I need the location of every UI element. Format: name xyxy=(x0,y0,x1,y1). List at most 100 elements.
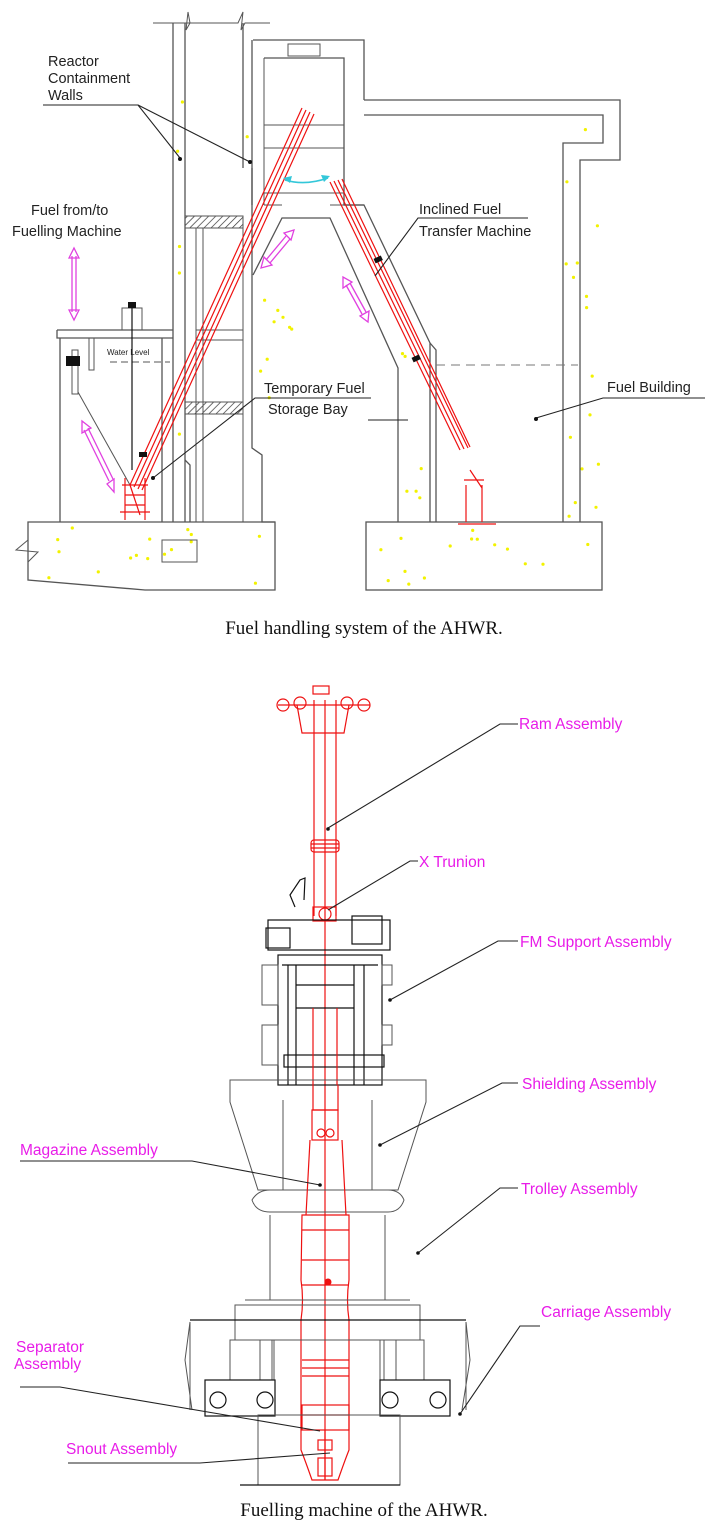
storage-bay-incline-arrow xyxy=(81,419,115,494)
concrete-dot xyxy=(189,540,193,544)
concrete-dot xyxy=(399,536,403,541)
fuel-transfer-vertical-arrow xyxy=(67,246,81,322)
concrete-dot xyxy=(580,467,584,471)
concrete-dot xyxy=(419,467,423,471)
concrete-dot xyxy=(169,548,174,552)
figure2-leader-lines xyxy=(20,723,540,1464)
concrete-dot xyxy=(523,562,527,566)
concrete-dot xyxy=(281,315,285,319)
concrete-dot xyxy=(470,537,474,541)
label-fuel-from-to-2: Fuelling Machine xyxy=(12,224,122,240)
concrete-dot xyxy=(541,562,545,566)
label-temporary-fuel-storage-1: Temporary Fuel xyxy=(264,381,365,397)
concrete-dot xyxy=(56,538,60,542)
concrete-dot xyxy=(505,547,510,551)
concrete-dot xyxy=(575,261,579,265)
concrete-dot xyxy=(407,582,411,586)
concrete-dot xyxy=(176,149,180,153)
concrete-dot xyxy=(448,544,452,548)
magazine-assembly xyxy=(300,1085,350,1481)
concrete-dot xyxy=(414,489,418,493)
concrete-dot xyxy=(594,505,598,509)
concrete-dot xyxy=(585,306,589,310)
concrete-dot xyxy=(189,532,193,537)
temporary-fuel-storage-bay xyxy=(56,302,173,522)
concrete-dot xyxy=(257,534,261,538)
leader-lines xyxy=(43,104,705,480)
figure2-caption: Fuelling machine of the AHWR. xyxy=(240,1500,488,1521)
concrete-dot xyxy=(475,537,479,541)
inclined-fuel-transfer-machine xyxy=(120,107,496,525)
concrete-dot xyxy=(403,354,407,358)
concrete-dot xyxy=(70,526,74,530)
concrete-dot xyxy=(596,462,601,466)
concrete-dot xyxy=(129,556,133,560)
concrete-dot xyxy=(400,352,405,356)
concrete-dot xyxy=(288,325,292,329)
concrete-dot xyxy=(47,576,51,580)
label-ram-assembly: Ram Assembly xyxy=(519,716,623,733)
concrete-dot xyxy=(586,542,590,547)
concrete-dot xyxy=(405,489,409,493)
concrete-dot xyxy=(595,224,600,228)
label-carriage-assembly: Carriage Assembly xyxy=(541,1304,671,1321)
concrete-dot xyxy=(588,413,592,417)
concrete-dot xyxy=(471,528,475,533)
label-fuel-building: Fuel Building xyxy=(607,380,691,396)
label-snout-assembly: Snout Assembly xyxy=(66,1441,177,1458)
concrete-dot xyxy=(567,514,571,518)
label-reactor-containment-walls-2: Containment xyxy=(48,71,130,87)
vault-left-incline-arrow xyxy=(260,229,295,269)
figure1-caption: Fuel handling system of the AHWR. xyxy=(225,618,503,639)
label-separator-assembly-1: Separator xyxy=(16,1339,84,1356)
concrete-dot xyxy=(276,308,280,312)
concrete-dot xyxy=(265,357,269,361)
figure2-labels: Ram Assembly X Trunion FM Support Assemb… xyxy=(14,716,672,1458)
label-trolley-assembly: Trolley Assembly xyxy=(521,1181,638,1198)
label-shielding-assembly: Shielding Assembly xyxy=(522,1076,657,1093)
concrete-dot xyxy=(418,496,422,500)
concrete-dot xyxy=(263,298,267,302)
label-reactor-containment-walls-1: Reactor xyxy=(48,54,99,70)
fm-support-assembly xyxy=(261,877,393,1086)
label-inclined-fuel-transfer-2: Transfer Machine xyxy=(419,224,531,240)
concrete-dot xyxy=(253,581,257,585)
label-temporary-fuel-storage-2: Storage Bay xyxy=(268,402,349,418)
concrete-dot xyxy=(146,557,150,561)
concrete-dot xyxy=(177,244,182,249)
concrete-dot xyxy=(565,180,569,184)
label-water-level: Water Level xyxy=(107,348,150,357)
separator-snout-assembly xyxy=(317,1430,333,1480)
concrete-dot xyxy=(148,537,152,541)
concrete-dot xyxy=(134,553,138,558)
reactor-vault-structure xyxy=(251,39,621,522)
concrete-dot xyxy=(590,374,594,378)
concrete-dot xyxy=(379,548,383,552)
concrete-dot xyxy=(245,135,249,139)
concrete-dot xyxy=(57,550,61,554)
trolley-assembly xyxy=(204,1299,451,1417)
concrete-dot xyxy=(583,128,588,132)
concrete-dot xyxy=(386,579,390,583)
concrete-dot xyxy=(259,369,263,373)
concrete-dot xyxy=(290,327,294,331)
concrete-dot xyxy=(96,570,100,574)
label-fuel-from-to-1: Fuel from/to xyxy=(31,203,108,219)
foundation-slabs xyxy=(14,521,603,591)
label-magazine-assembly: Magazine Assembly xyxy=(20,1142,158,1159)
figure1-labels: Reactor Containment Walls Fuel from/to F… xyxy=(12,54,691,418)
concrete-dot xyxy=(186,528,190,532)
concrete-dot xyxy=(422,576,426,580)
fuel-handling-system-diagram: Reactor Containment Walls Fuel from/to F… xyxy=(12,11,705,591)
ram-assembly xyxy=(276,685,371,1480)
vault-right-incline-arrow xyxy=(342,275,370,324)
label-reactor-containment-walls-3: Walls xyxy=(48,88,83,104)
concrete-dot xyxy=(584,294,589,298)
shielding-assembly xyxy=(229,1079,427,1300)
label-separator-assembly-2: Assembly xyxy=(14,1356,81,1373)
label-fm-support-assembly: FM Support Assembly xyxy=(520,934,672,951)
carriage-assembly xyxy=(184,1319,471,1486)
label-x-trunion: X Trunion xyxy=(419,854,485,871)
concrete-dot xyxy=(573,501,577,505)
concrete-dot xyxy=(493,543,497,547)
